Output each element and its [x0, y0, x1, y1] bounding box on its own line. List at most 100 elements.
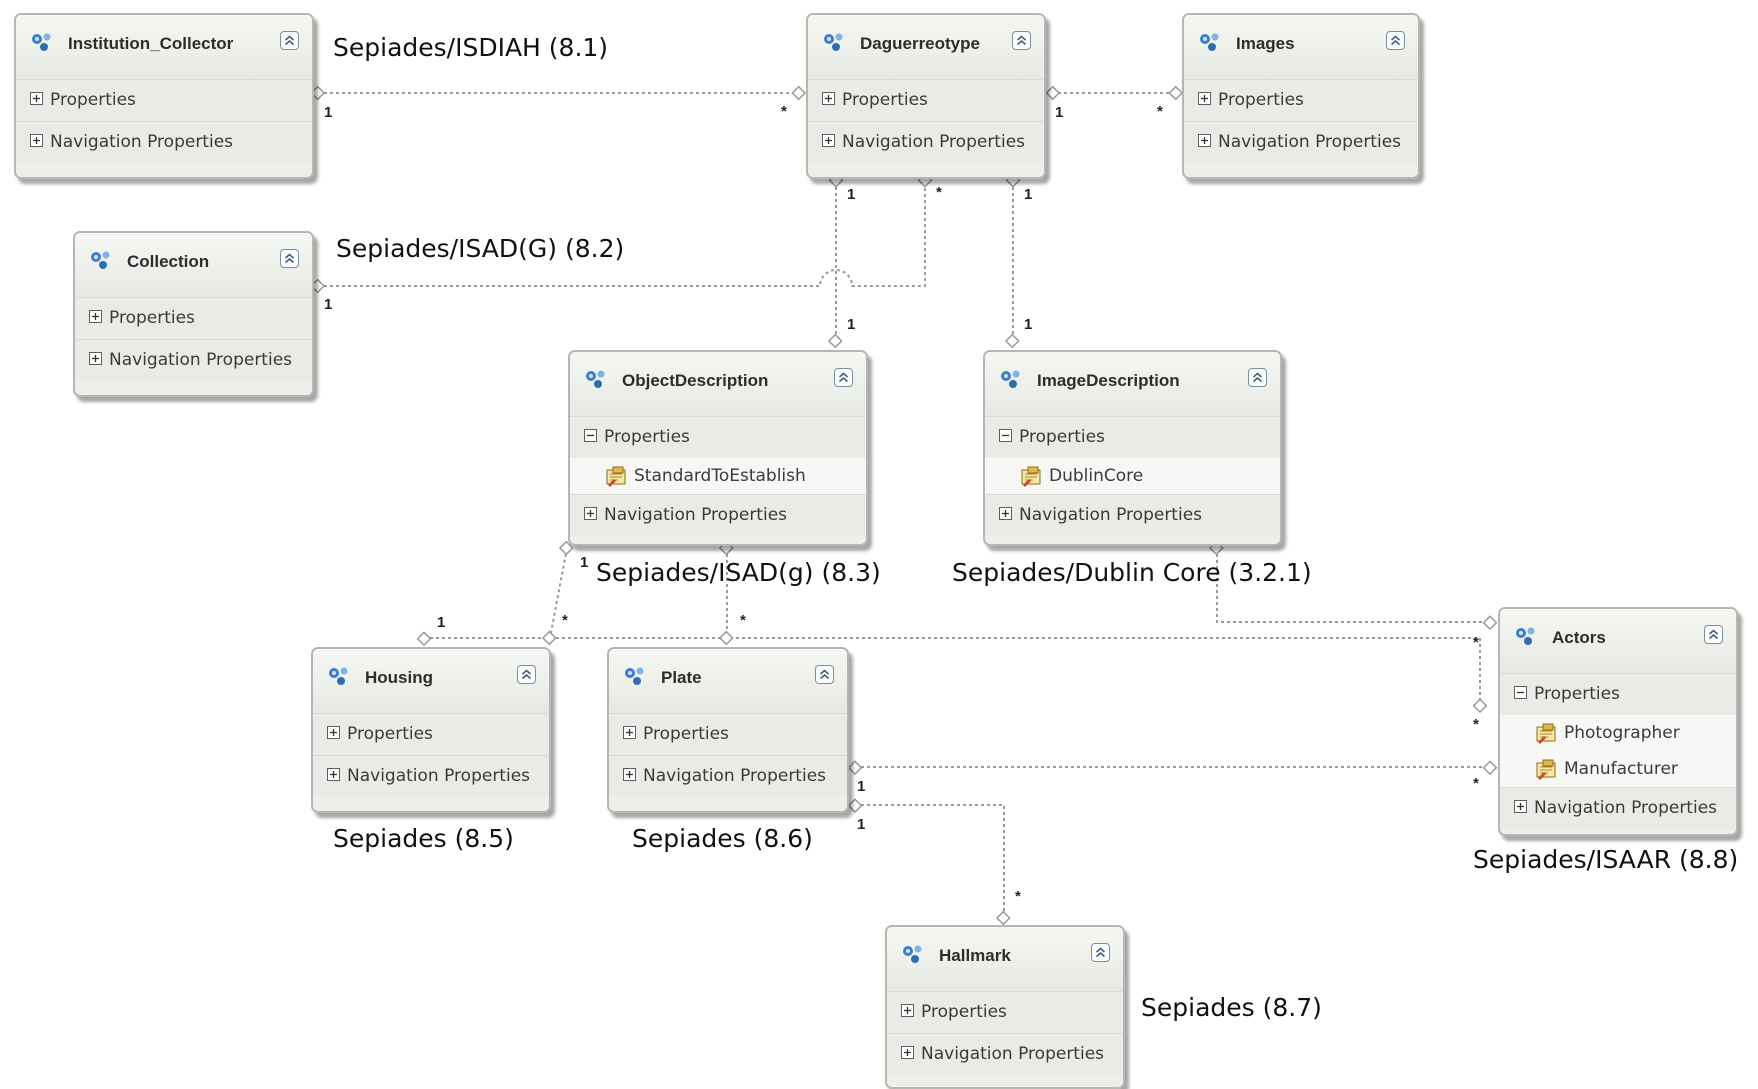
collapse-minus-icon[interactable] [999, 429, 1012, 442]
expand-plus-icon[interactable] [1198, 134, 1211, 147]
expand-plus-icon[interactable] [901, 1004, 914, 1017]
section-row[interactable]: Properties [609, 713, 847, 755]
collapse-icon[interactable] [1704, 625, 1723, 644]
expand-plus-icon[interactable] [901, 1046, 914, 1059]
collapse-minus-icon[interactable] [584, 429, 597, 442]
section-row[interactable]: Properties [570, 416, 866, 458]
collapse-icon[interactable] [280, 249, 299, 268]
multiplicity-label: 1 [1055, 104, 1064, 121]
collapse-icon[interactable] [280, 31, 299, 50]
collapse-icon[interactable] [517, 665, 536, 684]
collapse-minus-icon[interactable] [1514, 686, 1527, 699]
expand-plus-icon[interactable] [1514, 800, 1527, 813]
entity-header[interactable]: Plate [609, 649, 847, 713]
entity-header[interactable]: Actors [1500, 609, 1736, 673]
collapse-icon[interactable] [1091, 943, 1110, 962]
caption-object-description: Sepiades/ISAD(g) (8.3) [596, 558, 881, 587]
expand-plus-icon[interactable] [999, 507, 1012, 520]
collapse-icon[interactable] [1012, 31, 1031, 50]
collapse-icon[interactable] [1386, 31, 1405, 50]
expand-plus-icon[interactable] [584, 507, 597, 520]
property-item[interactable]: Photographer [1500, 715, 1736, 751]
expand-plus-icon[interactable] [89, 310, 102, 323]
expand-plus-icon[interactable] [822, 92, 835, 105]
expand-plus-icon[interactable] [89, 352, 102, 365]
entity-name: ObjectDescription [622, 371, 769, 390]
section-row[interactable]: Navigation Properties [570, 494, 866, 536]
section-row[interactable]: Properties [808, 79, 1044, 121]
collapse-icon[interactable] [815, 665, 834, 684]
collapse-icon[interactable] [834, 368, 853, 387]
property-item[interactable]: StandardToEstablish [570, 458, 866, 494]
multiplicity-label: 1 [847, 316, 856, 333]
multiplicity-label: * [1473, 775, 1479, 792]
property-label: DublinCore [1049, 466, 1144, 486]
section-row[interactable]: Properties [75, 297, 312, 339]
multiplicity-label: * [936, 184, 942, 201]
entity-name: Daguerreotype [860, 34, 980, 53]
caption-image-description: Sepiades/Dublin Core (3.2.1) [952, 558, 1312, 587]
connector-diamond [718, 630, 734, 646]
entity-header[interactable]: Housing [313, 649, 549, 713]
expand-plus-icon[interactable] [1198, 92, 1211, 105]
multiplicity-label: 1 [580, 554, 589, 571]
section-label: Properties [1019, 427, 1105, 447]
multiplicity-label: * [1157, 103, 1163, 120]
entity-type-icon [87, 247, 117, 273]
section-row[interactable]: Navigation Properties [75, 339, 312, 381]
entity-header[interactable]: Institution_Collector [16, 15, 312, 79]
connector-diamond [558, 540, 574, 556]
entity-header[interactable]: Daguerreotype [808, 15, 1044, 79]
expand-plus-icon[interactable] [30, 134, 43, 147]
section-row[interactable]: Navigation Properties [313, 755, 549, 797]
entity-header[interactable]: ImageDescription [985, 352, 1280, 416]
section-row[interactable]: Properties [313, 713, 549, 755]
expand-plus-icon[interactable] [623, 726, 636, 739]
section-row[interactable]: Properties [16, 79, 312, 121]
multiplicity-label: * [781, 103, 787, 120]
section-row[interactable]: Properties [985, 416, 1280, 458]
entity-header[interactable]: Images [1184, 15, 1418, 79]
assoc-collection-daguerreotype [318, 181, 926, 287]
section-row[interactable]: Navigation Properties [1184, 121, 1418, 163]
expand-plus-icon[interactable] [30, 92, 43, 105]
entity-name: ImageDescription [1037, 371, 1180, 390]
section-row[interactable]: Properties [887, 991, 1123, 1033]
connector-diamond [1168, 85, 1184, 101]
section-row[interactable]: Navigation Properties [16, 121, 312, 163]
expand-plus-icon[interactable] [327, 726, 340, 739]
section-row[interactable]: Navigation Properties [985, 494, 1280, 536]
section-row[interactable]: Navigation Properties [1500, 787, 1736, 829]
section-row[interactable]: Properties [1184, 79, 1418, 121]
multiplicity-label: 1 [857, 816, 866, 833]
expand-plus-icon[interactable] [327, 768, 340, 781]
collapse-icon[interactable] [1248, 368, 1267, 387]
section-row[interactable]: Navigation Properties [808, 121, 1044, 163]
entity-header[interactable]: Collection [75, 233, 312, 297]
entity-type-icon [1196, 29, 1226, 55]
section-row[interactable]: Properties [1500, 673, 1736, 715]
multiplicity-label: 1 [437, 614, 446, 631]
property-item[interactable]: DublinCore [985, 458, 1280, 494]
section-row[interactable]: Navigation Properties [887, 1033, 1123, 1075]
expand-plus-icon[interactable] [623, 768, 636, 781]
entity-header[interactable]: Hallmark [887, 927, 1123, 991]
entity-header[interactable]: ObjectDescription [570, 352, 866, 416]
assoc-plate-hallmark [855, 804, 1005, 918]
expand-plus-icon[interactable] [822, 134, 835, 147]
section-row[interactable]: Navigation Properties [609, 755, 847, 797]
property-item[interactable]: Manufacturer [1500, 751, 1736, 787]
caption-housing: Sepiades (8.5) [333, 824, 514, 853]
assoc-imagedescription-actors [1216, 548, 1490, 623]
